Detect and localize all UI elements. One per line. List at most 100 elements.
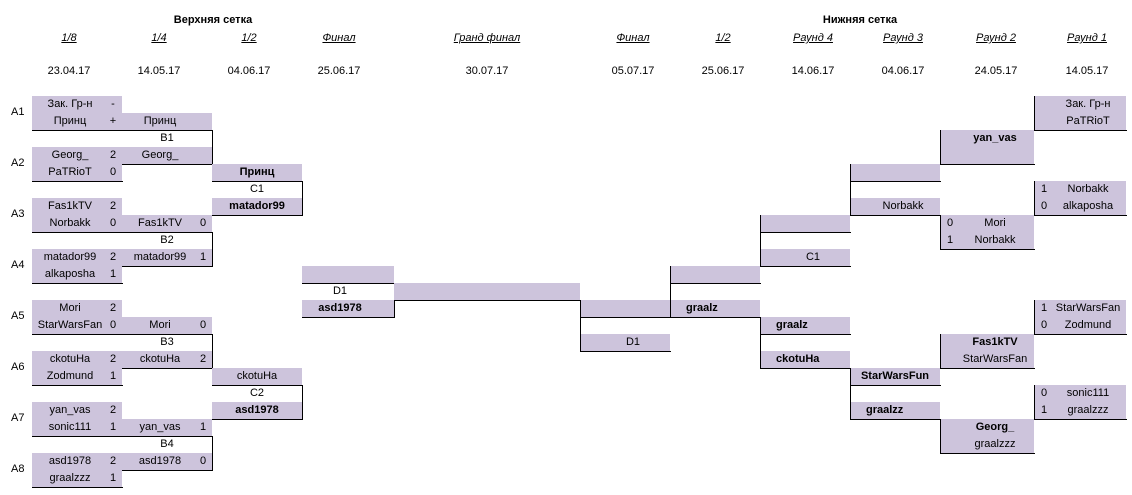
bracket-line xyxy=(850,368,851,420)
player-name: Zodmund xyxy=(46,370,94,382)
match-slot xyxy=(122,453,212,470)
match-slot xyxy=(122,249,212,266)
bracket-line xyxy=(940,215,941,250)
bracket-line xyxy=(760,368,851,369)
bracket-line xyxy=(1034,385,1035,420)
player-name: StarWarsFan xyxy=(1055,302,1121,314)
bracket-line xyxy=(1034,96,1035,131)
bracket-line xyxy=(940,130,941,165)
player-name: asd1978 xyxy=(48,455,92,467)
bracket-line xyxy=(212,181,303,182)
match-slot xyxy=(122,147,212,164)
round-date: 23.04.17 xyxy=(47,65,91,77)
player-name: Georg_ xyxy=(51,149,89,161)
player-name: graalzzz xyxy=(49,472,91,484)
match-slot xyxy=(32,147,122,181)
player-name: Mori xyxy=(984,217,1006,229)
player-score: 0 xyxy=(1040,387,1048,399)
bracket-line xyxy=(302,283,395,284)
match-label: B3 xyxy=(160,336,174,348)
player-score: 2 xyxy=(109,404,117,416)
player-name: matador99 xyxy=(133,251,187,263)
round-label: 1/4 xyxy=(151,32,167,44)
round-label: 1/8 xyxy=(61,32,77,44)
player-score: 0 xyxy=(199,217,207,229)
player-score: 1 xyxy=(109,268,117,280)
player-name: Принц xyxy=(143,115,177,127)
bracket-line xyxy=(302,385,303,420)
player-score: 2 xyxy=(109,353,117,365)
match-slot xyxy=(580,334,670,351)
bracket-line xyxy=(580,351,671,352)
bracket-line xyxy=(850,181,941,182)
match-slot xyxy=(760,215,850,232)
bracket-line xyxy=(850,419,941,420)
bracket-line xyxy=(760,266,851,267)
match-slot xyxy=(32,402,122,436)
bracket-line xyxy=(940,164,1035,165)
bracket-line xyxy=(212,385,303,386)
player-score: 0 xyxy=(109,166,117,178)
bracket-line xyxy=(1034,181,1035,216)
match-slot xyxy=(1034,300,1126,334)
player-name: graalzz xyxy=(866,404,904,416)
bracket-line xyxy=(212,436,213,471)
match-slot xyxy=(1034,181,1126,215)
bracket-line xyxy=(1034,334,1127,335)
match-slot xyxy=(32,300,122,334)
match-slot xyxy=(940,130,1034,164)
bracket-line xyxy=(940,334,941,369)
player-name: matador99 xyxy=(229,200,285,212)
player-name: Mori xyxy=(149,319,171,331)
round-date: 05.07.17 xyxy=(611,65,655,77)
bracket-line xyxy=(940,249,1035,250)
player-name: Georg_ xyxy=(975,421,1015,433)
player-name: asd1978 xyxy=(138,455,182,467)
match-label: D1 xyxy=(332,285,348,297)
bracket-line xyxy=(32,283,123,284)
player-name: Norbakk xyxy=(974,234,1016,246)
player-score: 2 xyxy=(109,302,117,314)
bracket-line xyxy=(32,232,123,233)
player-name: yan_vas xyxy=(973,132,1017,144)
match-slot xyxy=(212,368,302,385)
player-name: asd1978 xyxy=(235,404,279,416)
round-label: Гранд финал xyxy=(453,32,521,44)
player-name: ckotuHa xyxy=(139,353,181,365)
player-score: 1 xyxy=(109,472,117,484)
group-label: A3 xyxy=(11,208,25,220)
player-score: 0 xyxy=(1040,200,1048,212)
player-name: Norbakk xyxy=(1067,183,1109,195)
round-label: 1/2 xyxy=(241,32,257,44)
match-slot xyxy=(122,419,212,436)
bracket-line xyxy=(760,317,761,369)
round-label: Раунд 4 xyxy=(793,32,833,44)
match-slot xyxy=(850,368,940,385)
player-score: 1 xyxy=(946,234,954,246)
match-slot xyxy=(32,198,122,232)
grand-final-slot xyxy=(394,283,580,300)
player-name: graalzzz xyxy=(974,438,1016,450)
player-name: PaTRioT xyxy=(1066,115,1110,127)
player-name: ckotuHa xyxy=(49,353,91,365)
bracket-line xyxy=(122,368,213,369)
player-name: C1 xyxy=(805,251,821,263)
match-slot xyxy=(850,164,940,181)
player-score: 1 xyxy=(109,370,117,382)
player-score: 2 xyxy=(109,455,117,467)
group-label: A6 xyxy=(11,361,25,373)
bracket-line xyxy=(32,130,123,131)
player-name: graalz xyxy=(686,302,718,314)
bracket-line xyxy=(122,130,213,131)
match-slot xyxy=(212,164,302,181)
player-name: sonic111 xyxy=(1066,387,1110,399)
bracket-line xyxy=(940,453,1035,454)
bracket-line xyxy=(122,334,213,335)
bracket-line xyxy=(1034,419,1127,420)
player-name: PaTRioT xyxy=(48,166,92,178)
match-slot xyxy=(32,96,122,130)
match-slot xyxy=(850,402,940,419)
match-slot xyxy=(32,351,122,385)
player-name: Зак. Гр-н xyxy=(47,98,93,110)
bracket-line xyxy=(122,164,213,165)
